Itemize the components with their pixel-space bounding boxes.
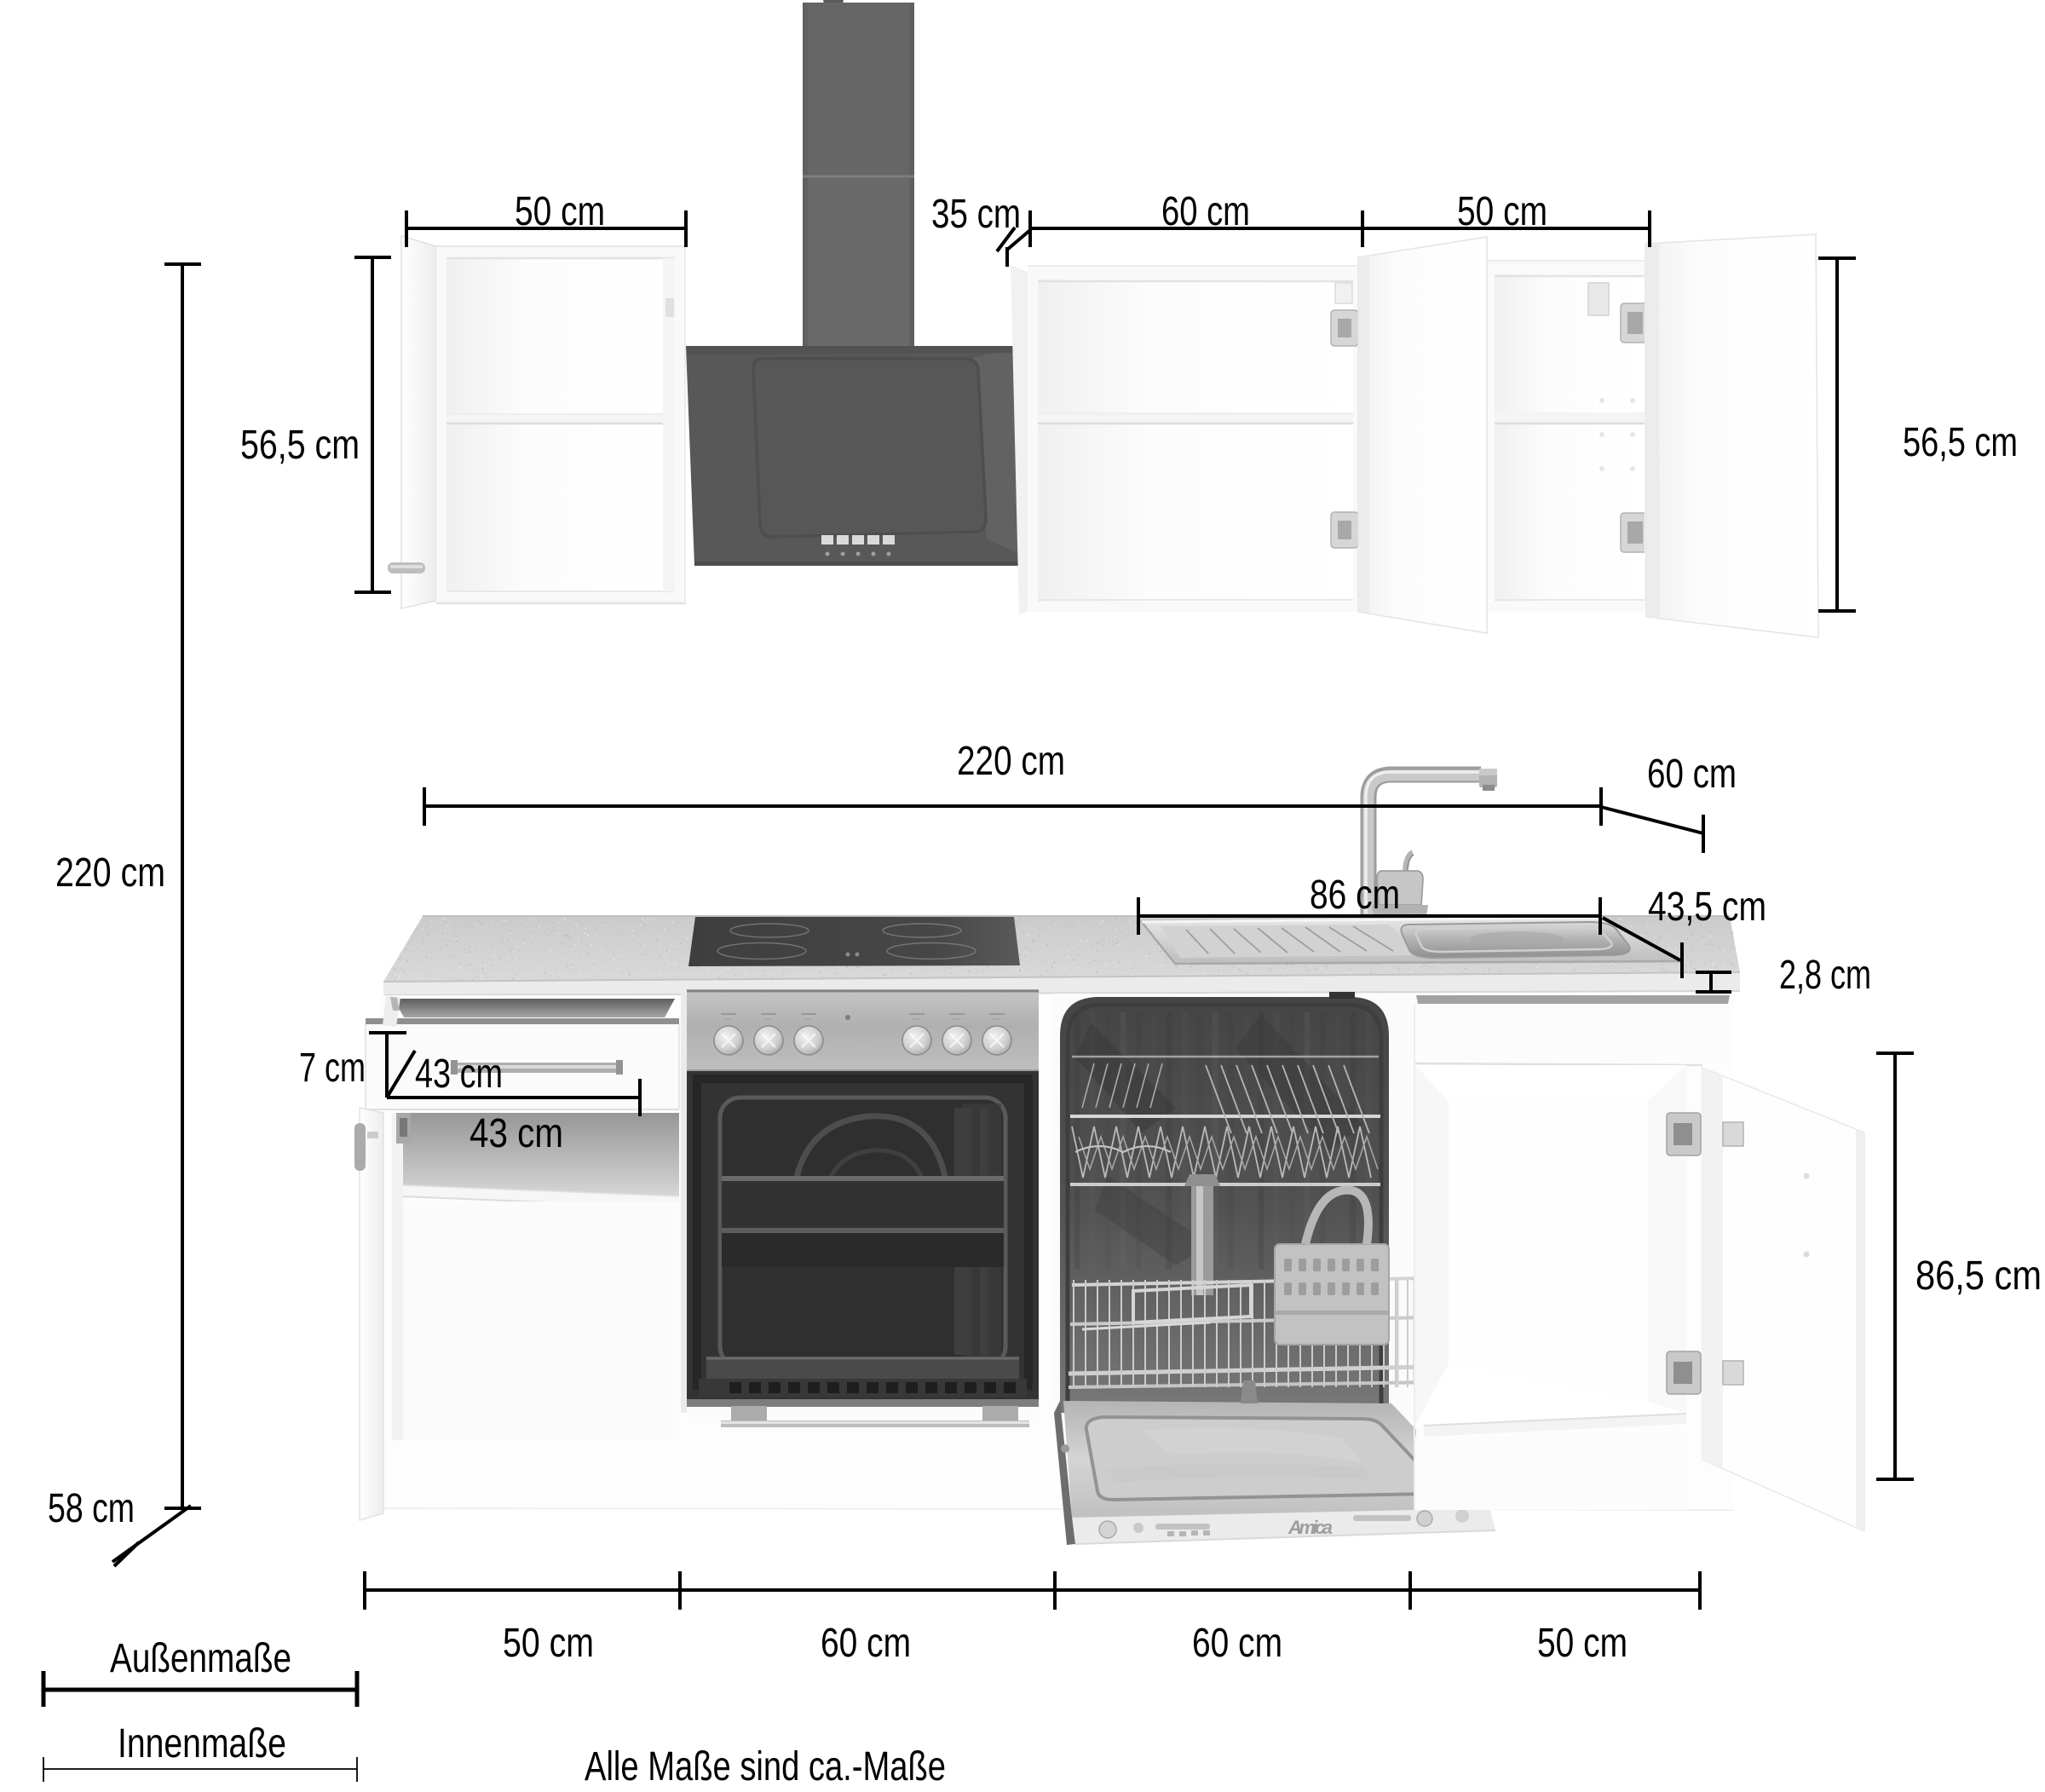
svg-text:220 cm: 220 cm xyxy=(957,739,1065,784)
svg-text:2,8 cm: 2,8 cm xyxy=(1779,953,1871,998)
svg-text:86 cm: 86 cm xyxy=(1310,873,1400,918)
svg-text:58 cm: 58 cm xyxy=(48,1486,135,1531)
svg-text:50 cm: 50 cm xyxy=(1537,1621,1627,1666)
svg-text:Innenmaße: Innenmaße xyxy=(118,1721,286,1766)
svg-text:60 cm: 60 cm xyxy=(1192,1621,1282,1666)
svg-text:7 cm: 7 cm xyxy=(299,1046,366,1091)
svg-text:35 cm: 35 cm xyxy=(931,192,1021,237)
svg-text:Außenmaße: Außenmaße xyxy=(110,1636,291,1681)
svg-text:86,5 cm: 86,5 cm xyxy=(1915,1253,2042,1299)
svg-text:60 cm: 60 cm xyxy=(1647,752,1737,797)
svg-text:50 cm: 50 cm xyxy=(1457,189,1547,234)
svg-text:56,5 cm: 56,5 cm xyxy=(1903,420,2018,465)
svg-text:56,5 cm: 56,5 cm xyxy=(240,423,360,468)
svg-text:43,5 cm: 43,5 cm xyxy=(1648,884,1766,930)
svg-text:50 cm: 50 cm xyxy=(503,1621,594,1666)
svg-text:Alle Maße sind ca.-Maße: Alle Maße sind ca.-Maße xyxy=(585,1744,946,1789)
svg-text:43 cm: 43 cm xyxy=(415,1052,503,1097)
svg-text:220 cm: 220 cm xyxy=(55,850,165,896)
svg-text:50 cm: 50 cm xyxy=(515,189,605,234)
svg-text:60 cm: 60 cm xyxy=(821,1621,911,1666)
svg-text:60 cm: 60 cm xyxy=(1161,189,1250,234)
svg-text:43 cm: 43 cm xyxy=(469,1111,563,1156)
